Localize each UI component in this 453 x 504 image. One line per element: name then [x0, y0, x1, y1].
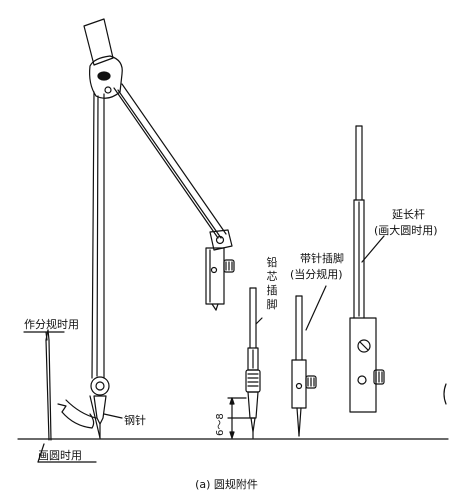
leader-lead-leg: [255, 317, 263, 325]
compass-left-arm: [91, 91, 105, 379]
label-circle-use: 画圆时用: [38, 449, 82, 462]
label-steel-needle: 钢针: [124, 414, 146, 427]
compass-right-arm: [113, 83, 233, 251]
label-extension-rod-note: (画大圆时用): [374, 224, 438, 237]
extension-rod: [349, 125, 385, 413]
compass-handle: [83, 18, 114, 66]
leader-extension-rod: [361, 235, 385, 263]
compass-right-holder: [205, 247, 235, 311]
leader-needle-leg: [305, 285, 327, 331]
figure-caption: (a) 圆规附件: [195, 478, 258, 491]
rotation-arrow: [57, 399, 97, 429]
compass-needle: [93, 395, 107, 425]
divider-needle: [45, 329, 52, 441]
leader-circle-use-2: [37, 443, 45, 463]
leader-divider-use-2: [45, 331, 48, 341]
label-extension-rod: 延长杆: [392, 208, 425, 221]
needle-leg: [291, 295, 317, 437]
compass-head: [89, 55, 123, 99]
compass-joint: [90, 376, 110, 396]
edge-fragment: [443, 383, 447, 405]
lead-leg: [245, 287, 261, 439]
compass: [83, 18, 235, 439]
label-needle-leg-note: (当分规用): [290, 268, 343, 281]
label-divider-use: 作分规时用: [24, 318, 79, 331]
leader-steel-needle: [103, 413, 123, 419]
label-needle-leg: 带针插脚: [300, 252, 344, 265]
label-dimension: 6～8: [215, 413, 226, 436]
dimension-mark: [227, 397, 251, 439]
label-lead-leg: 铅芯插脚: [266, 256, 278, 311]
